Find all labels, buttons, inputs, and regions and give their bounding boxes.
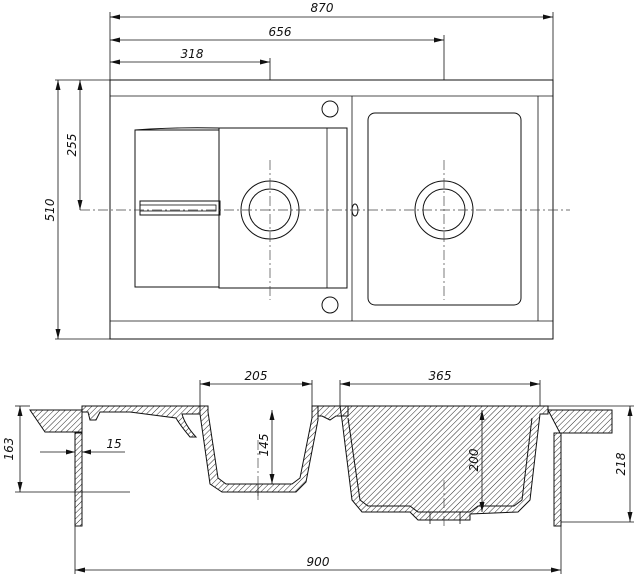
small-bowl-top [218, 100, 348, 314]
dim-overall-height: 218 [614, 452, 628, 475]
dim-small-bowl-depth: 145 [257, 434, 271, 457]
cabinet-wall-left [74, 432, 83, 527]
section-view: 205 365 145 200 15 163 [2, 369, 634, 574]
dim-small-bowl-width: 205 [245, 369, 268, 383]
countertop-right [547, 409, 613, 434]
top-view: 870 656 318 510 255 [43, 1, 570, 340]
tap-hole-bottom [321, 296, 339, 314]
countertop-left [29, 409, 83, 433]
drainer-board [134, 127, 221, 288]
dim-edge-offset: 15 [106, 437, 121, 451]
cabinet-wall-right [553, 432, 562, 527]
sink-outline [109, 79, 554, 340]
dim-overall-length: 870 [311, 1, 334, 15]
dim-drainer-bowl-center: 318 [181, 47, 204, 61]
drainer-section [81, 405, 201, 438]
dim-cabinet-width: 900 [307, 555, 330, 569]
large-bowl-section [339, 405, 549, 521]
dim-overall-width: 510 [43, 198, 57, 221]
dim-center-to-edge: 255 [65, 134, 79, 157]
dim-rim-height: 163 [2, 438, 16, 461]
dim-large-bowl-depth: 200 [467, 448, 481, 471]
dim-large-bowl-width: 365 [429, 369, 452, 383]
large-bowl-top [367, 112, 522, 306]
dim-bowl-center-offset: 656 [269, 25, 292, 39]
tap-hole-top [321, 100, 339, 118]
